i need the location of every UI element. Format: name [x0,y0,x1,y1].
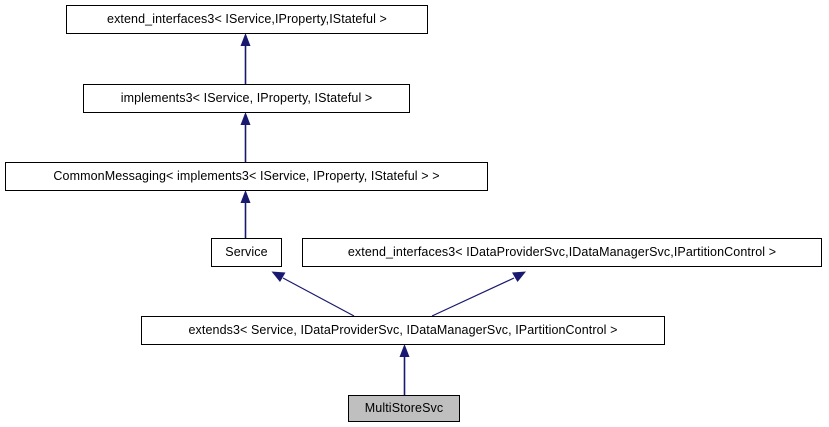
node-implements3[interactable]: implements3< IService, IProperty, IState… [83,84,410,113]
node-label: extend_interfaces3< IDataProviderSvc,IDa… [347,245,777,259]
edge-extends3-to-extend-interfaces3-data [431,271,526,317]
node-extend-interfaces3-core[interactable]: extend_interfaces3< IService,IProperty,I… [66,5,428,34]
node-label: extend_interfaces3< IService,IProperty,I… [107,12,387,26]
node-label: implements3< IService, IProperty, IState… [120,91,373,105]
edge-service-to-commonmessaging [240,190,251,238]
node-multistoresvc[interactable]: MultiStoreSvc [348,395,460,422]
node-label: Service [225,245,268,259]
node-extends3[interactable]: extends3< Service, IDataProviderSvc, IDa… [141,316,665,345]
node-label: MultiStoreSvc [364,401,444,415]
edge-multistoresvc-to-extends3 [399,344,410,395]
edge-commonmessaging-to-implements3 [240,112,251,162]
node-label: CommonMessaging< implements3< IService, … [53,169,440,183]
node-label: extends3< Service, IDataProviderSvc, IDa… [188,323,618,337]
node-commonmessaging[interactable]: CommonMessaging< implements3< IService, … [5,162,488,191]
edge-implements3-to-extend-interfaces3-core [240,33,251,84]
node-extend-interfaces3-data[interactable]: extend_interfaces3< IDataProviderSvc,IDa… [302,238,822,267]
node-service[interactable]: Service [211,238,282,267]
edge-extends3-to-service [271,271,355,317]
